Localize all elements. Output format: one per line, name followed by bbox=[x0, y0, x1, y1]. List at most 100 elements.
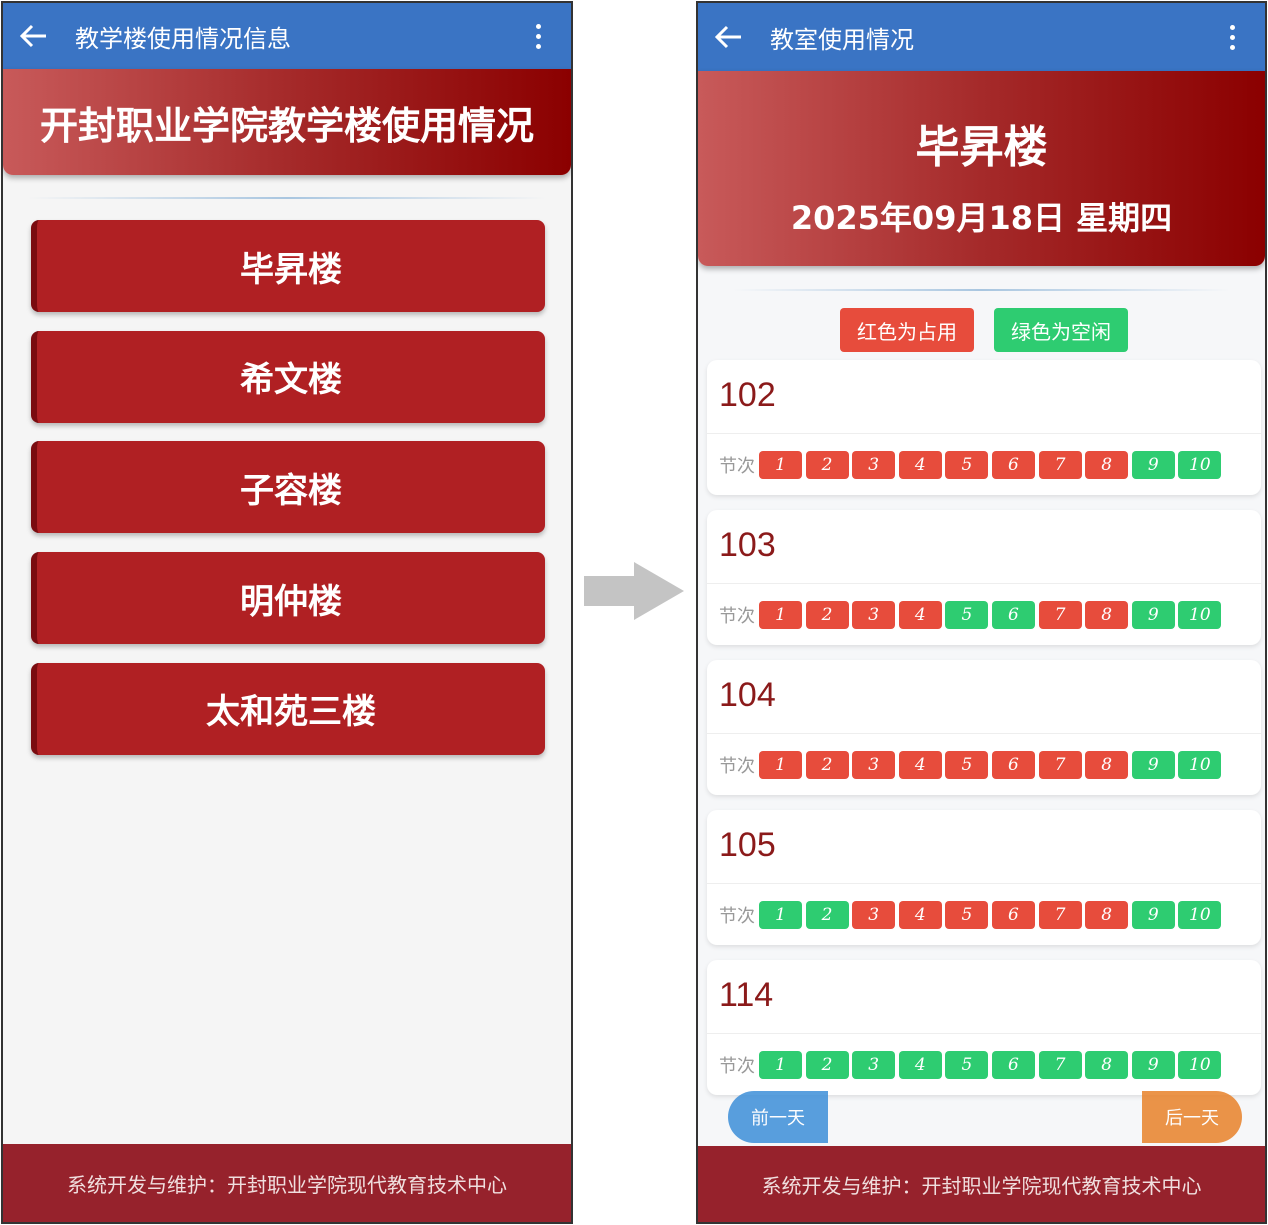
period-slot-occupied: 6 bbox=[991, 451, 1035, 479]
period-slot-free: 9 bbox=[1131, 1051, 1175, 1079]
period-slot-free: 10 bbox=[1178, 751, 1222, 779]
building-button[interactable]: 太和苑三楼 bbox=[31, 662, 545, 755]
period-slot-free: 6 bbox=[991, 1051, 1035, 1079]
period-slot-free: 1 bbox=[759, 901, 802, 929]
period-slot-occupied: 5 bbox=[945, 901, 989, 929]
back-arrow-icon[interactable] bbox=[19, 21, 49, 51]
period-slot-free: 9 bbox=[1131, 901, 1175, 929]
prev-day-button[interactable]: 前一天 bbox=[728, 1091, 828, 1143]
period-slot-occupied: 4 bbox=[898, 751, 942, 779]
period-slot-occupied: 5 bbox=[945, 751, 989, 779]
period-slot-occupied: 1 bbox=[759, 751, 802, 779]
next-day-button[interactable]: 后一天 bbox=[1142, 1091, 1242, 1143]
building-button[interactable]: 毕昇楼 bbox=[31, 220, 545, 312]
period-slot-free: 7 bbox=[1038, 1051, 1082, 1079]
period-slot-occupied: 2 bbox=[805, 601, 849, 629]
period-slot-free: 4 bbox=[898, 1051, 942, 1079]
period-slot-free: 1 bbox=[759, 1051, 802, 1079]
footer: 系统开发与维护：开封职业学院现代教育技术中心 bbox=[698, 1146, 1265, 1222]
footer: 系统开发与维护：开封职业学院现代教育技术中心 bbox=[3, 1144, 571, 1222]
period-label: 节次 bbox=[719, 756, 755, 777]
app-bar: 教室使用情况 bbox=[698, 3, 1265, 71]
period-slot-occupied: 5 bbox=[945, 451, 989, 479]
room-number: 102 bbox=[719, 376, 776, 414]
period-slot-occupied: 1 bbox=[759, 451, 802, 479]
divider bbox=[707, 583, 1261, 584]
period-slot-free: 5 bbox=[945, 1051, 989, 1079]
period-slot-occupied: 7 bbox=[1038, 751, 1082, 779]
period-slot-free: 9 bbox=[1131, 601, 1175, 629]
app-bar: 教学楼使用情况信息 bbox=[3, 3, 571, 69]
more-menu-icon[interactable] bbox=[1217, 24, 1247, 50]
period-slot-free: 10 bbox=[1178, 1051, 1222, 1079]
period-slot-free: 3 bbox=[852, 1051, 896, 1079]
period-slot-free: 9 bbox=[1131, 751, 1175, 779]
date-label: 2025年09月18日 星期四 bbox=[790, 199, 1173, 237]
building-button[interactable]: 希文楼 bbox=[31, 330, 545, 423]
divider bbox=[733, 289, 1230, 291]
period-slot-free: 10 bbox=[1178, 451, 1222, 479]
legend-occupied: 红色为占用 bbox=[840, 308, 974, 352]
building-button[interactable]: 子容楼 bbox=[31, 441, 545, 534]
period-slot-occupied: 7 bbox=[1038, 451, 1082, 479]
period-slot-occupied: 8 bbox=[1085, 751, 1129, 779]
period-label: 节次 bbox=[719, 906, 755, 927]
period-slot-occupied: 7 bbox=[1038, 601, 1082, 629]
period-slot-occupied: 3 bbox=[852, 601, 896, 629]
app-bar-title: 教学楼使用情况信息 bbox=[75, 24, 291, 53]
more-menu-icon[interactable] bbox=[523, 23, 553, 49]
room-number: 103 bbox=[719, 526, 776, 564]
room-number: 105 bbox=[719, 826, 776, 864]
period-slot-occupied: 7 bbox=[1038, 901, 1082, 929]
period-label: 节次 bbox=[719, 456, 755, 477]
period-label: 节次 bbox=[719, 606, 755, 627]
period-slot-occupied: 6 bbox=[991, 901, 1035, 929]
period-label: 节次 bbox=[719, 1056, 755, 1077]
divider bbox=[707, 733, 1261, 734]
period-slot-occupied: 3 bbox=[852, 751, 896, 779]
period-slot-free: 5 bbox=[945, 601, 989, 629]
classroom-usage-screen: 教室使用情况 毕昇楼 2025年09月18日 星期四 红色为占用 绿色为空闲 1… bbox=[696, 1, 1267, 1224]
period-slot-free: 8 bbox=[1085, 1051, 1129, 1079]
period-slot-occupied: 4 bbox=[898, 451, 942, 479]
period-slot-free: 6 bbox=[991, 601, 1035, 629]
divider bbox=[707, 883, 1261, 884]
period-slot-occupied: 8 bbox=[1085, 901, 1129, 929]
arrow-right-icon bbox=[584, 562, 684, 624]
divider bbox=[28, 197, 546, 199]
building-name: 毕昇楼 bbox=[915, 122, 1048, 173]
page-banner: 开封职业学院教学楼使用情况 bbox=[3, 69, 571, 175]
period-slot-occupied: 3 bbox=[852, 901, 896, 929]
period-slot-occupied: 8 bbox=[1085, 601, 1129, 629]
period-slot-free: 9 bbox=[1131, 451, 1175, 479]
period-slot-occupied: 4 bbox=[898, 901, 942, 929]
period-slot-occupied: 2 bbox=[805, 751, 849, 779]
period-slot-occupied: 6 bbox=[991, 751, 1035, 779]
divider bbox=[707, 433, 1261, 434]
period-slot-free: 10 bbox=[1178, 601, 1222, 629]
period-slot-free: 10 bbox=[1178, 901, 1222, 929]
period-slot-occupied: 4 bbox=[898, 601, 942, 629]
period-slot-occupied: 8 bbox=[1085, 451, 1129, 479]
room-number: 104 bbox=[719, 676, 776, 714]
building-list-screen: 教学楼使用情况信息 开封职业学院教学楼使用情况 毕昇楼希文楼子容楼明仲楼太和苑三… bbox=[1, 1, 573, 1224]
building-button[interactable]: 明仲楼 bbox=[31, 552, 545, 645]
back-arrow-icon[interactable] bbox=[714, 22, 744, 52]
legend-free: 绿色为空闲 bbox=[994, 308, 1128, 352]
period-slot-free: 2 bbox=[805, 1051, 849, 1079]
divider bbox=[707, 1033, 1261, 1034]
period-slot-occupied: 3 bbox=[852, 451, 896, 479]
room-number: 114 bbox=[719, 976, 774, 1014]
app-bar-title: 教室使用情况 bbox=[770, 25, 914, 54]
page-banner: 毕昇楼 2025年09月18日 星期四 bbox=[698, 71, 1265, 266]
